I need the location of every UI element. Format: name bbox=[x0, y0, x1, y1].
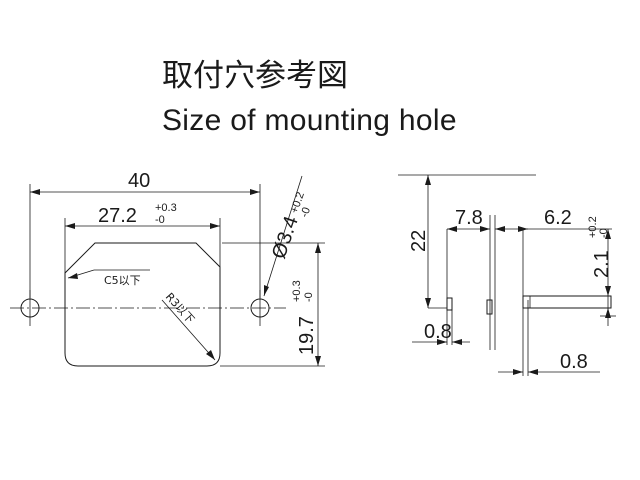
dim-offset-left: 7.8 bbox=[455, 207, 483, 229]
title-japanese: 取付穴参考図 bbox=[162, 58, 348, 94]
arrow bbox=[68, 273, 78, 279]
arrow bbox=[480, 226, 490, 232]
dim-width-total: 40 bbox=[128, 170, 150, 192]
arrow bbox=[264, 285, 269, 296]
dim-thickness-right: 0.8 bbox=[560, 351, 588, 373]
dim-width-cutout: 27.2 bbox=[98, 205, 137, 227]
chamfer-note: C5以下 bbox=[104, 274, 141, 287]
center-pin bbox=[486, 299, 493, 315]
arrow bbox=[210, 223, 220, 229]
dim-width-cutout-tol-upper: +0.3 bbox=[155, 202, 177, 214]
left-mounting-hole bbox=[20, 298, 40, 318]
dim-height-22: 22 bbox=[408, 230, 430, 252]
arrow bbox=[315, 243, 321, 253]
dim-offset-right: 6.2 bbox=[544, 207, 572, 229]
arrow bbox=[513, 369, 523, 375]
arrow bbox=[495, 226, 505, 232]
dim-pin-tol-lower: -0 bbox=[598, 228, 610, 238]
hole-diameter-leader bbox=[263, 175, 303, 297]
arrow bbox=[30, 189, 40, 195]
arrow bbox=[437, 339, 447, 345]
dim-pin-tol-upper: +0.2 bbox=[587, 216, 599, 238]
dim-thickness-left: 0.8 bbox=[424, 321, 452, 343]
arrow bbox=[206, 350, 215, 360]
arrow bbox=[605, 308, 611, 318]
right-mounting-hole bbox=[250, 298, 270, 318]
arrow bbox=[425, 175, 431, 185]
dim-height-tol-upper: +0.3 bbox=[291, 280, 303, 302]
front-view: 40 27.2 +0.3 -0 C5以下 R3以下 Ø3.4 +0.2 -0 bbox=[10, 170, 325, 367]
arrow bbox=[528, 369, 538, 375]
dim-height-tol-lower: -0 bbox=[303, 292, 315, 302]
right-plate bbox=[522, 295, 612, 309]
side-view: 22 7.8 6.2 2.1 +0.2 -0 bbox=[398, 174, 616, 376]
arrow bbox=[452, 339, 462, 345]
arrow bbox=[447, 226, 457, 232]
radius-leader bbox=[161, 299, 216, 361]
dim-height-cutout: 19.7 bbox=[296, 316, 318, 355]
arrow bbox=[605, 286, 611, 296]
title-english: Size of mounting hole bbox=[162, 104, 457, 137]
arrow bbox=[250, 189, 260, 195]
dim-hole-tol-lower: -0 bbox=[298, 206, 313, 219]
arrow bbox=[425, 298, 431, 308]
arrow bbox=[315, 356, 321, 366]
dim-hole-diameter: Ø3.4 bbox=[268, 213, 303, 261]
dim-width-cutout-tol-lower: -0 bbox=[155, 214, 165, 226]
left-pin bbox=[446, 297, 453, 311]
dim-pin-height: 2.1 bbox=[591, 250, 613, 278]
arrow bbox=[605, 229, 611, 239]
cutout-outline bbox=[64, 242, 221, 367]
arrow bbox=[65, 223, 75, 229]
